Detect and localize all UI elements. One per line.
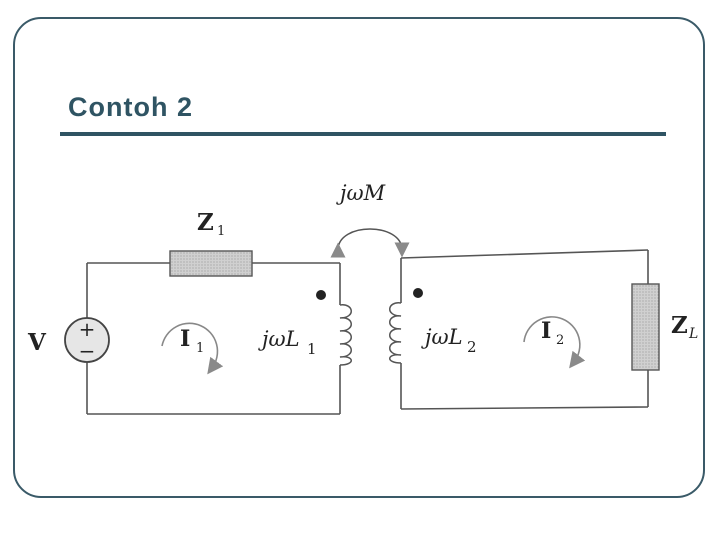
source-label: V (27, 329, 47, 356)
primary-polarity-dot (316, 290, 326, 300)
zl-label: Z (671, 312, 688, 339)
z1-label: Z (197, 209, 214, 236)
secondary-loop-wires (400, 249, 649, 410)
slide-frame (13, 17, 705, 498)
i2-label: I (541, 318, 551, 344)
z1-impedance (169, 250, 253, 277)
l1-subscript: 1 (307, 340, 317, 358)
voltage-source: + − (64, 317, 110, 363)
i1-subscript: 1 (196, 341, 204, 356)
zl-impedance (631, 283, 660, 371)
l2-label: jωL (421, 325, 463, 349)
i1-label: I (180, 326, 190, 352)
mutual-coupling-arrow (330, 228, 410, 258)
zl-subscript: L (688, 326, 698, 342)
source-minus: − (79, 339, 96, 363)
title-underline (60, 132, 666, 136)
slide-title: Contoh 2 (68, 92, 193, 122)
source-plus: + (79, 317, 96, 341)
i1-loop-arrow (161, 322, 224, 375)
i2-subscript: 2 (556, 333, 564, 348)
i2-loop-arrow (523, 316, 586, 369)
primary-loop-wires (86, 262, 341, 415)
primary-coil (339, 304, 352, 366)
secondary-coil (389, 302, 402, 364)
z1-subscript: 1 (217, 224, 225, 239)
secondary-polarity-dot (413, 288, 423, 298)
l1-label: jωL (258, 327, 300, 351)
mutual-label: jωM (336, 181, 386, 205)
l2-subscript: 2 (467, 338, 477, 356)
